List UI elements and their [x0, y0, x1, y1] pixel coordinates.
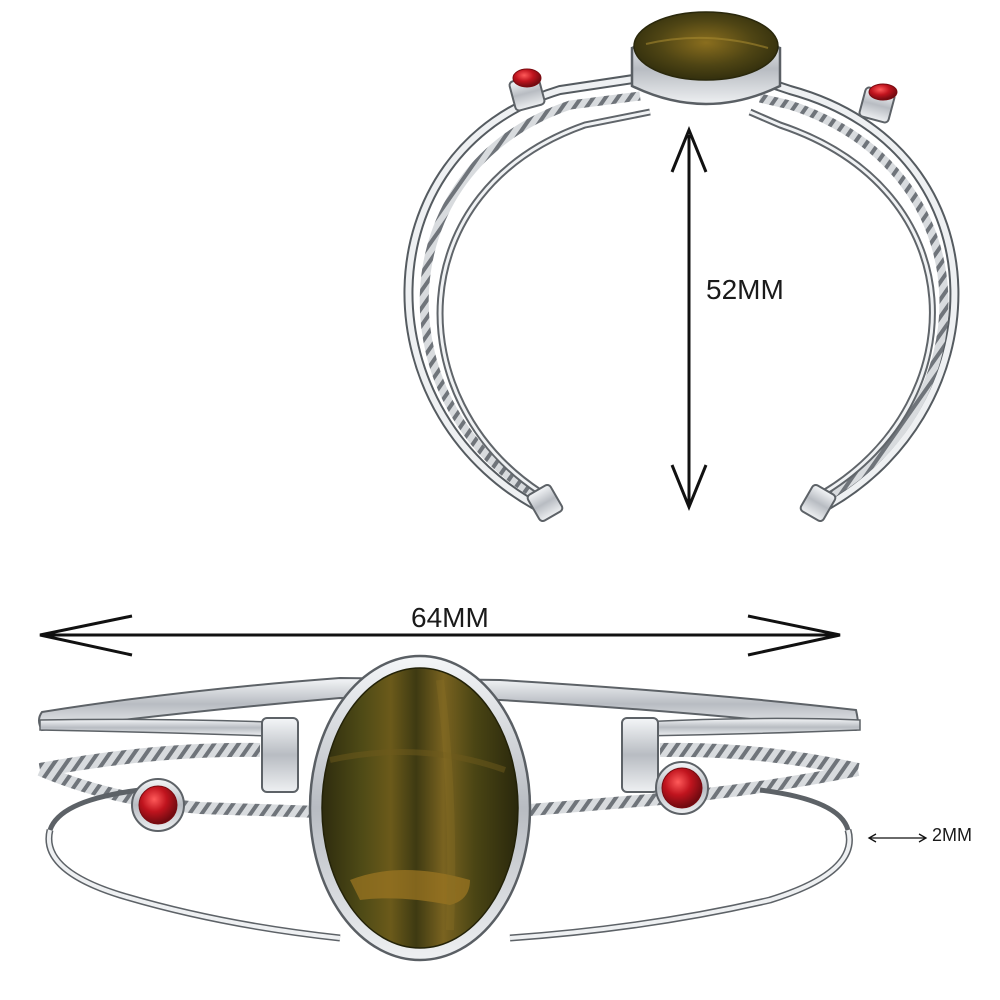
height-arrow [670, 126, 708, 511]
thickness-arrow [867, 833, 928, 843]
bracelet-front-view [37, 654, 861, 962]
width-arrow [39, 614, 841, 657]
thickness-dimension-label: 2MM [932, 825, 972, 845]
bracelet-top-view [403, 11, 960, 523]
height-dimension-label: 52MM [706, 274, 784, 305]
width-dimension-label: 64MM [411, 602, 489, 633]
